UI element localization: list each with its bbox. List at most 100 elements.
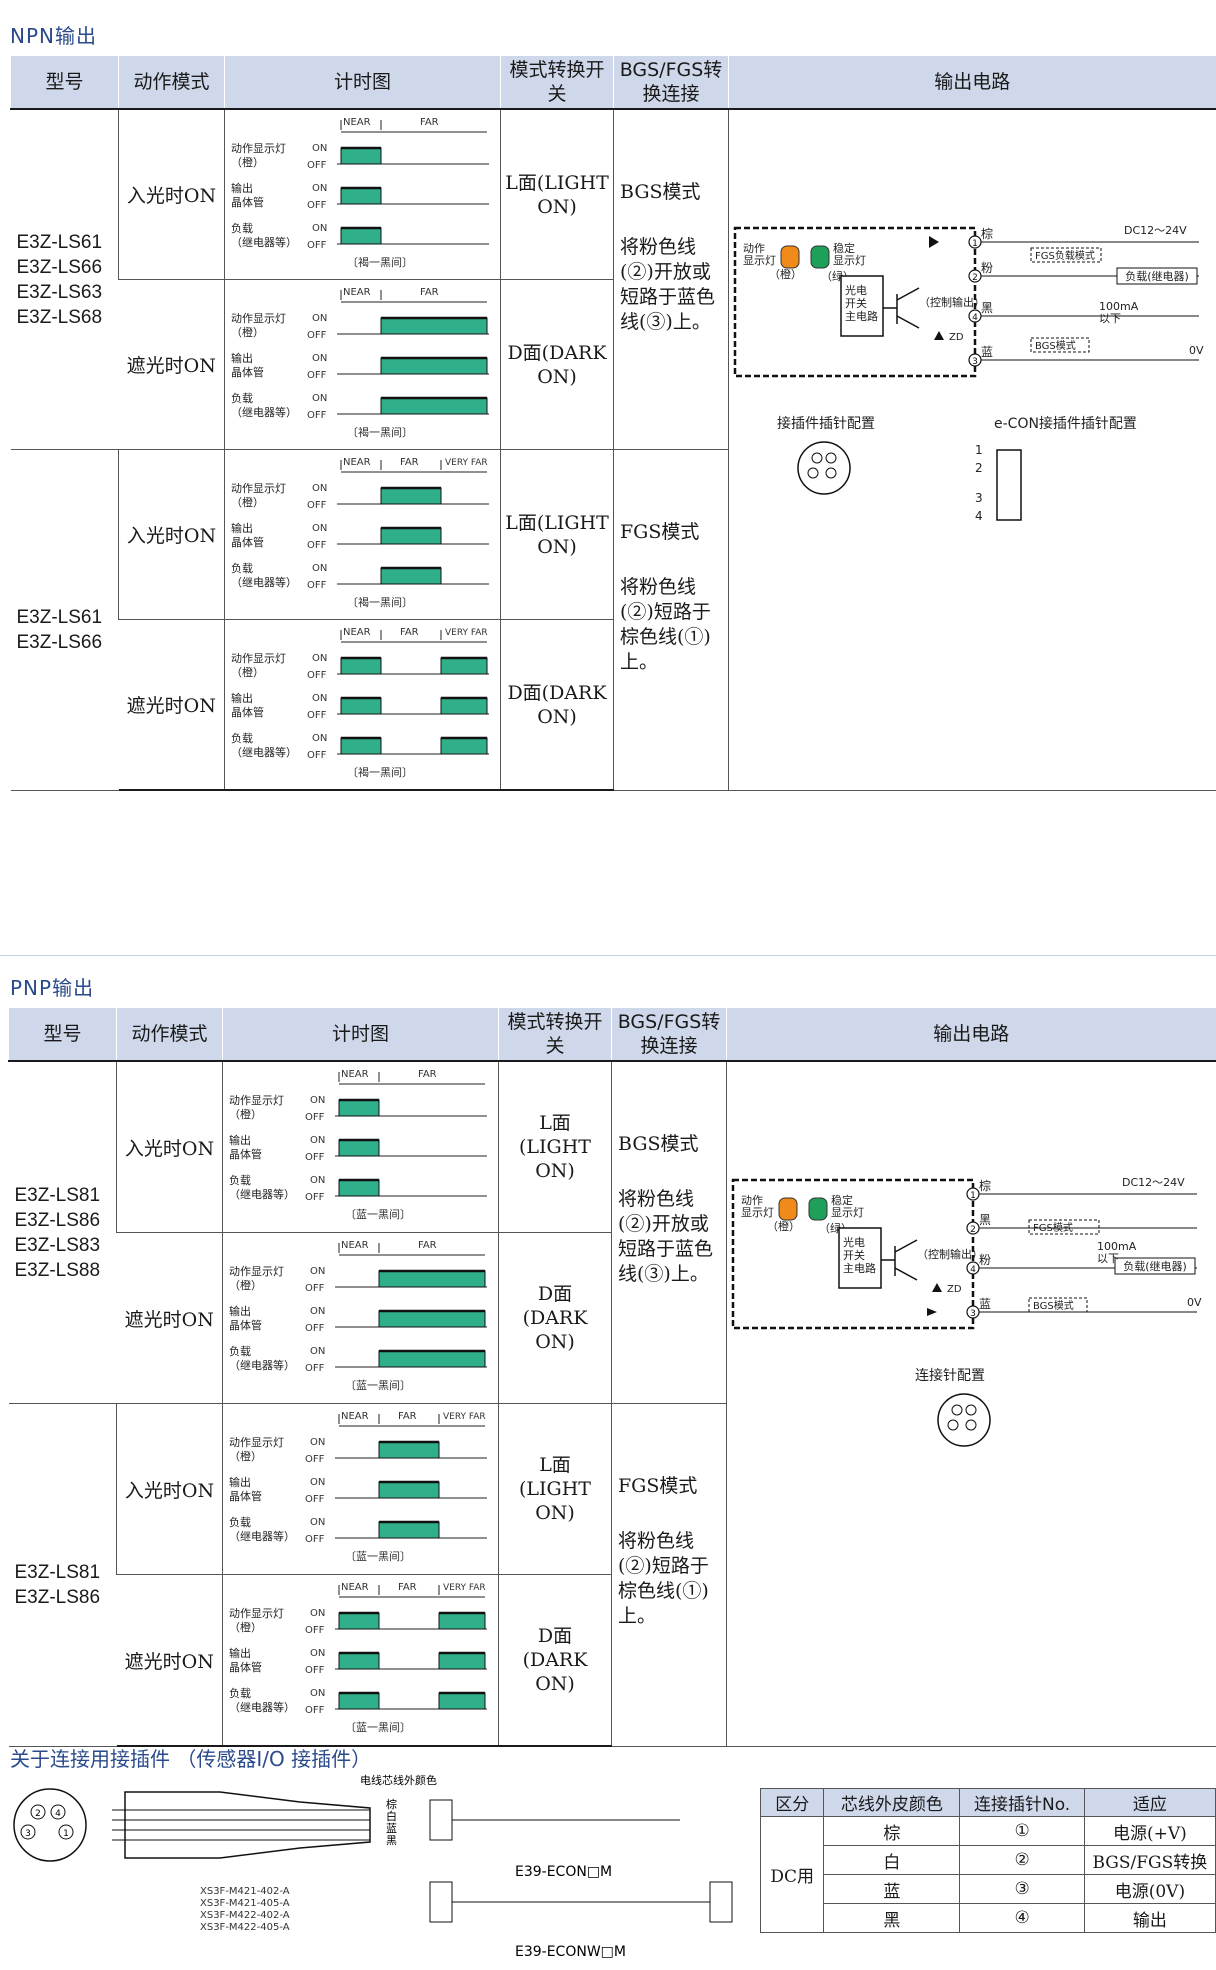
mode-cell: 入光时ON (118, 109, 225, 280)
wire-color: 蓝 (823, 1874, 961, 1904)
pulse (378, 1350, 486, 1368)
wire-pin: ① (959, 1816, 1085, 1846)
pulse (438, 1612, 486, 1630)
near-label: NEAR (343, 627, 371, 638)
bgs-box (1028, 1297, 1088, 1313)
pin (807, 467, 819, 479)
signal-label: 晶体管 (231, 535, 264, 549)
wire-use: 电源(+V) (1083, 1816, 1216, 1846)
indicator-label: 动作 (741, 1194, 763, 1207)
zero-volt-label: 0V (1189, 344, 1204, 357)
pin (811, 452, 823, 464)
switch-cell: L面(LIGHT ON) (498, 1061, 612, 1233)
orange-led (778, 1197, 798, 1221)
core-color-label: 蓝 (386, 1822, 397, 1835)
wire (894, 1267, 918, 1281)
main-circuit-label: 开关 (843, 1248, 865, 1262)
off-label: OFF (305, 1494, 325, 1505)
near-label: NEAR (341, 1582, 369, 1593)
zener-label: ZD (949, 332, 964, 343)
signal-label: 输出 (229, 1133, 251, 1147)
connector-face (797, 441, 851, 495)
timing-footer: 〔蓝一黑间〕 (345, 1721, 411, 1734)
wire-color-label: 粉 (979, 1253, 991, 1267)
connector-caption: 接插件插针配置 (777, 415, 875, 432)
signal-label: 晶体管 (229, 1489, 262, 1503)
far-label: FAR (398, 1582, 417, 1593)
npn-output-circuit: 动作显示灯（橙）稳定显示灯（绿）光电开关主电路1243棕粉黑蓝DC12～24V0… (733, 224, 1204, 523)
signal-label: 负载 (231, 391, 253, 405)
sensor-boundary (731, 1178, 975, 1330)
connector-caption: 连接针配置 (915, 1367, 985, 1384)
signal-label: 晶体管 (231, 195, 264, 209)
pulse (438, 1652, 486, 1670)
current-label: 100mA (1097, 1240, 1137, 1253)
diode (927, 1308, 937, 1316)
signal-label: 动作显示灯 (231, 482, 286, 495)
wire (896, 287, 920, 301)
on-label: ON (312, 353, 327, 364)
very-far-label: VERY FAR (445, 458, 488, 468)
on-label: ON (312, 653, 327, 664)
control-output-label: （控制输出） (919, 295, 985, 309)
signal-label: （橙） (231, 325, 264, 339)
signal-label: 负载 (229, 1515, 251, 1529)
timing-footer: 〔褐一黑间〕 (347, 595, 413, 609)
signal-label: 输出 (229, 1646, 251, 1660)
signal-label: （继电器等） (231, 405, 297, 419)
indicator-label: 显示灯 (743, 254, 776, 267)
signal-label: （继电器等） (231, 575, 297, 589)
on-label: ON (312, 313, 327, 324)
far-label: FAR (420, 287, 439, 298)
off-label: OFF (305, 1152, 325, 1163)
off-label: OFF (307, 240, 327, 251)
signal-label: 动作显示灯 (229, 1607, 284, 1620)
pulse (378, 1521, 440, 1539)
signal-label: （继电器等） (229, 1529, 295, 1543)
signal-label: 输出 (229, 1304, 251, 1318)
on-label: ON (310, 1688, 325, 1699)
mode-cell: 入光时ON (116, 1061, 223, 1233)
socket-pin-number: 4 (55, 1809, 61, 1819)
bgs-label: BGS模式 (1035, 339, 1076, 352)
wire-color-label: 粉 (981, 261, 993, 275)
wire-table: 区分 芯线外皮颜色 连接插针No. 适应 DC用 棕 ① 电源(+V) 白 ② … (759, 1788, 1216, 1933)
econ-caption: e-CON接插件插针配置 (994, 415, 1137, 432)
far-label: FAR (418, 1069, 437, 1080)
switch-cell: D面(DARK ON) (500, 619, 614, 791)
connector-face (937, 1393, 991, 1447)
wire-color-label: 黑 (979, 1213, 991, 1227)
e39-econw-label: E39-ECONW□M (515, 1944, 626, 1960)
signal-label: 晶体管 (229, 1660, 262, 1674)
pulse (338, 1652, 380, 1670)
on-label: ON (310, 1477, 325, 1488)
orange-led (780, 245, 800, 269)
stable-label: 稳定 (831, 1193, 853, 1207)
signal-label: （继电器等） (229, 1700, 295, 1714)
signal-label: 动作显示灯 (229, 1265, 284, 1278)
current-label: 以下 (1099, 312, 1121, 325)
indicator-label: 动作 (743, 242, 765, 255)
pnp-spec-table: 型号 动作模式 计时图 模式转换开关 BGS/FGS转换连接 输出电路 E3Z-… (8, 1008, 1216, 1747)
pulse (380, 317, 488, 335)
on-label: ON (310, 1346, 325, 1357)
mode-cell: 遮光时ON (116, 1574, 223, 1747)
econ-plug (429, 1799, 453, 1841)
terminal-number: 1 (970, 1191, 976, 1201)
zero-volt-label: 0V (1187, 1296, 1202, 1309)
pulse (378, 1270, 486, 1288)
control-output-label: （控制输出） (917, 1247, 983, 1261)
off-label: OFF (307, 200, 327, 211)
off-label: OFF (305, 1625, 325, 1636)
off-label: OFF (307, 540, 327, 551)
header-mode: 动作模式 (116, 1008, 223, 1062)
wire (896, 315, 920, 329)
core-color-label: 棕 (386, 1797, 397, 1811)
near-label: NEAR (341, 1240, 369, 1251)
main-circuit-box (840, 275, 884, 337)
